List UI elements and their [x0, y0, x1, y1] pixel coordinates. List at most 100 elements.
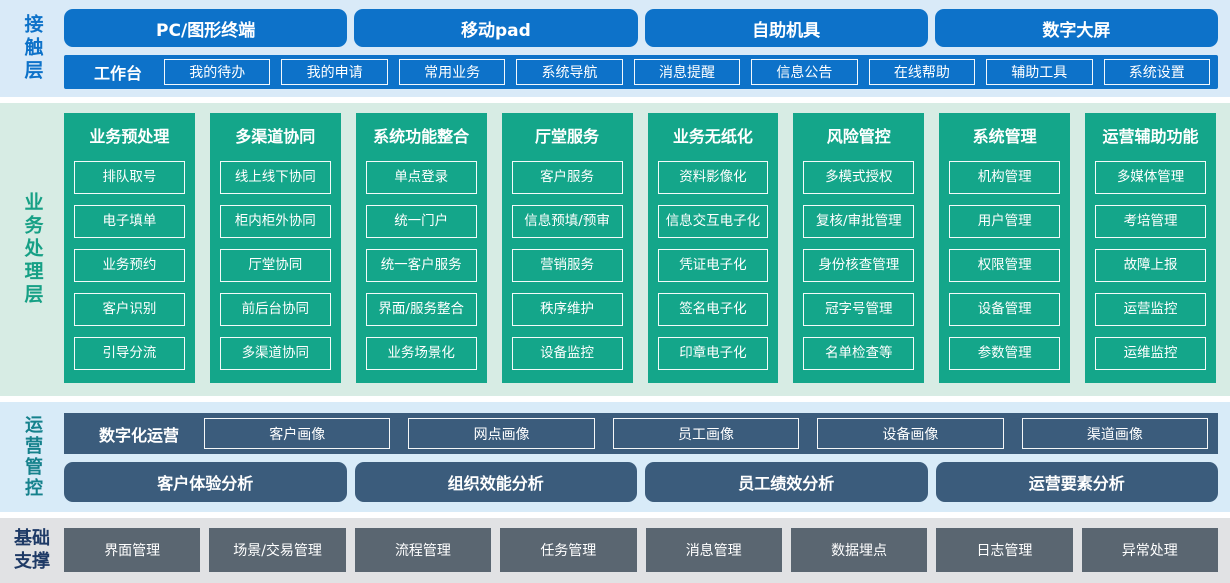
- business-item: 业务预约: [74, 249, 185, 282]
- workbench-item: 我的待办: [164, 59, 271, 85]
- digital-operations-bar: 数字化运营 客户画像网点画像员工画像设备画像渠道画像: [64, 413, 1218, 454]
- business-layer-label-zone: 业务处理层: [0, 103, 64, 396]
- foundation-item: 场景/交易管理: [209, 528, 346, 572]
- business-item: 统一客户服务: [365, 249, 477, 282]
- portrait-item: 客户画像: [204, 418, 391, 449]
- business-item: 多模式授权: [803, 161, 915, 194]
- operations-label-zone: 运营管控: [0, 402, 64, 512]
- business-item: 信息预填/预审: [511, 205, 623, 238]
- business-column-title: 业务无纸化: [672, 127, 753, 146]
- workbench-item: 我的申请: [281, 59, 388, 85]
- foundation-item: 日志管理: [936, 528, 1073, 572]
- business-item: 信息交互电子化: [657, 205, 769, 238]
- terminal-block: 移动pad: [354, 9, 638, 47]
- analysis-row: 客户体验分析组织效能分析员工绩效分析运营要素分析: [64, 462, 1218, 502]
- business-item: 单点登录: [365, 161, 477, 194]
- business-column: 系统功能整合 单点登录统一门户统一客户服务界面/服务整合业务场景化: [355, 113, 487, 383]
- workbench-item: 系统导航: [516, 59, 623, 85]
- foundation-item: 消息管理: [645, 528, 782, 572]
- business-item: 柜内柜外协同: [219, 205, 331, 238]
- business-layer-label: 业务处理层: [21, 192, 44, 307]
- business-item: 运维监控: [1095, 337, 1206, 370]
- digital-operations-title: 数字化运营: [98, 425, 179, 445]
- business-column: 运营辅助功能 多媒体管理考培管理故障上报运营监控运维监控: [1085, 113, 1216, 383]
- business-item: 界面/服务整合: [365, 293, 477, 326]
- terminal-block: 数字大屏: [934, 9, 1218, 47]
- business-item: 故障上报: [1095, 249, 1206, 282]
- business-item: 考培管理: [1095, 205, 1206, 238]
- business-item: 营销服务: [511, 249, 623, 282]
- business-item: 电子填单: [74, 205, 185, 238]
- business-item: 身份核查管理: [803, 249, 915, 282]
- workbench-item: 信息公告: [751, 59, 858, 85]
- business-column: 系统管理 机构管理用户管理权限管理设备管理参数管理: [939, 113, 1071, 383]
- foundation-item: 异常处理: [1081, 528, 1218, 572]
- business-item: 复核/审批管理: [803, 205, 915, 238]
- foundation-item: 流程管理: [354, 528, 492, 572]
- business-item: 客户识别: [74, 293, 185, 326]
- business-columns: 业务预处理 排队取号电子填单业务预约客户识别引导分流 多渠道协同 线上线下协同柜…: [64, 103, 1230, 396]
- business-column-title: 运营辅助功能: [1102, 127, 1199, 146]
- contact-layer-label-zone: 接触层: [0, 0, 64, 97]
- terminal-block: PC/图形终端: [64, 9, 348, 47]
- analysis-block: 运营要素分析: [935, 462, 1218, 502]
- business-item: 名单检查等: [803, 337, 915, 370]
- workbench-item: 消息提醒: [633, 59, 741, 85]
- analysis-block: 员工绩效分析: [645, 462, 928, 502]
- portrait-item: 设备画像: [817, 418, 1004, 449]
- business-column: 多渠道协同 线上线下协同柜内柜外协同厅堂协同前后台协同多渠道协同: [209, 113, 341, 383]
- foundation-label-zone: 基础 支撑: [0, 518, 64, 583]
- analysis-block: 客户体验分析: [64, 462, 347, 502]
- foundation-item: 任务管理: [500, 528, 637, 572]
- business-column-title: 厅堂服务: [535, 127, 600, 146]
- portrait-item: 网点画像: [408, 418, 595, 449]
- portrait-item: 员工画像: [612, 418, 800, 449]
- business-item: 权限管理: [949, 249, 1061, 282]
- workbench-title: 工作台: [93, 64, 142, 83]
- business-item: 冠字号管理: [803, 293, 915, 326]
- business-item: 资料影像化: [657, 161, 769, 194]
- business-column: 业务预处理 排队取号电子填单业务预约客户识别引导分流: [64, 113, 195, 383]
- business-item: 统一门户: [365, 205, 477, 238]
- foundation-label-line1: 基础: [14, 528, 50, 549]
- business-column-title: 业务预处理: [89, 127, 170, 146]
- foundation-item: 数据埋点: [790, 528, 928, 572]
- business-column: 风险管控 多模式授权复核/审批管理身份核查管理冠字号管理名单检查等: [793, 113, 925, 383]
- workbench-bar: 工作台 我的待办我的申请常用业务系统导航消息提醒信息公告在线帮助辅助工具系统设置: [64, 55, 1218, 89]
- business-item: 厅堂协同: [219, 249, 331, 282]
- business-item: 印章电子化: [657, 337, 769, 370]
- business-column-title: 多渠道协同: [235, 127, 316, 146]
- operations-section: 运营管控 数字化运营 客户画像网点画像员工画像设备画像渠道画像 客户体验分析组织…: [0, 402, 1230, 512]
- workbench-item: 辅助工具: [986, 59, 1093, 85]
- operations-label: 运营管控: [22, 415, 43, 499]
- business-item: 排队取号: [74, 161, 185, 194]
- portrait-items: 客户画像网点画像员工画像设备画像渠道画像: [204, 418, 1209, 449]
- analysis-block: 组织效能分析: [354, 462, 637, 502]
- foundation-section: 基础 支撑 界面管理场景/交易管理流程管理任务管理消息管理数据埋点日志管理异常处…: [0, 518, 1230, 583]
- foundation-items: 界面管理场景/交易管理流程管理任务管理消息管理数据埋点日志管理异常处理: [64, 518, 1230, 583]
- business-column-title: 系统功能整合: [373, 127, 470, 146]
- portrait-item: 渠道画像: [1021, 418, 1209, 449]
- business-item: 设备管理: [949, 293, 1061, 326]
- workbench-item: 常用业务: [398, 59, 506, 85]
- business-item: 多媒体管理: [1095, 161, 1206, 194]
- terminal-block: 自助机具: [644, 9, 928, 47]
- business-item: 机构管理: [949, 161, 1061, 194]
- foundation-label: 基础 支撑: [14, 528, 50, 573]
- business-column: 业务无纸化 资料影像化信息交互电子化凭证电子化签名电子化印章电子化: [647, 113, 779, 383]
- business-item: 引导分流: [74, 337, 185, 370]
- operations-content: 数字化运营 客户画像网点画像员工画像设备画像渠道画像 客户体验分析组织效能分析员…: [64, 402, 1230, 512]
- workbench-item: 系统设置: [1103, 59, 1210, 85]
- business-item: 秩序维护: [511, 293, 623, 326]
- business-column: 厅堂服务 客户服务信息预填/预审营销服务秩序维护设备监控: [501, 113, 633, 383]
- business-column-title: 系统管理: [972, 127, 1037, 146]
- business-item: 客户服务: [511, 161, 623, 194]
- business-item: 前后台协同: [219, 293, 331, 326]
- business-item: 签名电子化: [657, 293, 769, 326]
- foundation-item: 界面管理: [64, 528, 201, 572]
- business-item: 凭证电子化: [657, 249, 769, 282]
- workbench-items: 我的待办我的申请常用业务系统导航消息提醒信息公告在线帮助辅助工具系统设置: [164, 59, 1210, 85]
